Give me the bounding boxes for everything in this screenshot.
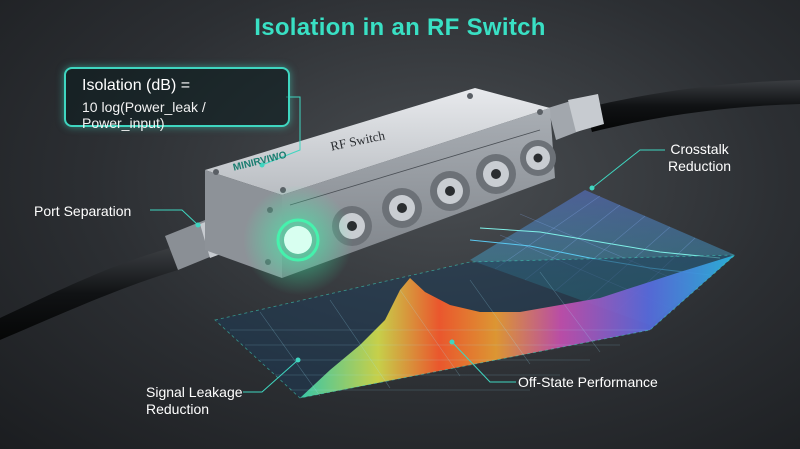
leakage-line-1: Signal Leakage: [146, 384, 243, 400]
leader-dot-leakage: [295, 357, 301, 363]
leader-port-separation: [150, 209, 199, 226]
leader-dot-off-state: [449, 339, 455, 345]
port-3: [430, 171, 470, 211]
label-off-state-performance: Off-State Performance: [518, 374, 658, 390]
leader-dot-formula: [259, 162, 265, 168]
coax-cable-left: [0, 248, 178, 340]
leader-dot-crosstalk: [589, 185, 595, 191]
crosstalk-line-1: Crosstalk: [670, 141, 729, 157]
page-title: Isolation in an RF Switch: [254, 14, 546, 41]
leakage-line-2: Reduction: [146, 401, 210, 417]
port-5: [520, 140, 556, 176]
leader-leakage: [243, 359, 299, 393]
leader-formula: [261, 96, 301, 166]
leader-off-state: [451, 341, 516, 383]
crosstalk-line-2: Reduction: [668, 158, 732, 174]
coax-cable-right: [585, 80, 800, 132]
status-led: [243, 185, 353, 295]
output-ports: [332, 140, 556, 246]
port-4: [476, 154, 516, 194]
label-crosstalk-reduction: Crosstalk Reduction: [668, 141, 731, 175]
leader-crosstalk: [591, 149, 665, 189]
port-2: [382, 188, 422, 228]
sma-connector-right: [548, 94, 604, 140]
formula-callout: Isolation (dB) = 10 log(Power_leak / Pow…: [64, 67, 290, 131]
label-signal-leakage-reduction: Signal Leakage Reduction: [146, 384, 243, 418]
leader-lines: [150, 96, 665, 393]
formula-line-1: Isolation (dB) =: [82, 77, 191, 94]
formula-line-2: 10 log(Power_leak / Power_input): [82, 99, 206, 131]
label-port-separation: Port Separation: [34, 203, 132, 219]
leader-dot-port: [195, 222, 201, 228]
off-state-heatmap: [214, 254, 737, 399]
